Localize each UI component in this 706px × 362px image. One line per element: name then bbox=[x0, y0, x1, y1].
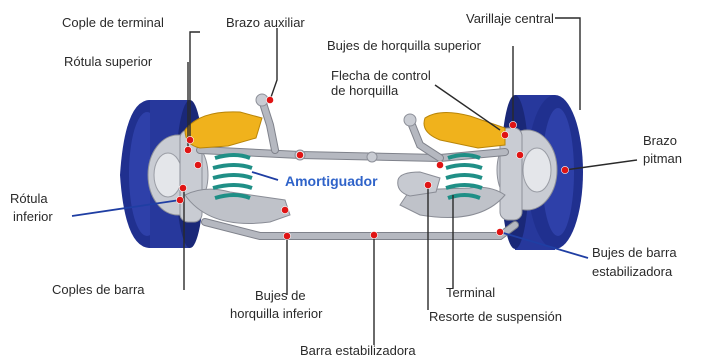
marker-dot bbox=[283, 232, 290, 239]
marker-dot bbox=[370, 231, 377, 238]
marker-dot bbox=[501, 131, 508, 138]
label-bujes-horquilla-inferior-line2: horquilla inferior bbox=[230, 306, 323, 321]
label-rotula-superior: Rótula superior bbox=[64, 54, 153, 69]
label-brazo-auxiliar: Brazo auxiliar bbox=[226, 15, 305, 30]
label-resorte-suspension: Resorte de suspensión bbox=[429, 309, 562, 324]
marker-dot bbox=[509, 121, 516, 128]
marker-dot bbox=[184, 146, 191, 153]
marker-dot bbox=[176, 196, 183, 203]
label-bujes-horquilla-inferior-line1: Bujes de bbox=[255, 288, 306, 303]
marker-dot bbox=[496, 228, 503, 235]
marker-dot bbox=[436, 161, 443, 168]
marker-dot bbox=[424, 181, 431, 188]
marker-dot bbox=[266, 96, 273, 103]
label-brazo-pitman-line1: Brazo bbox=[643, 133, 677, 148]
label-flecha-control-line1: Flecha de control bbox=[331, 68, 431, 83]
marker-dot bbox=[179, 184, 186, 191]
label-bujes-barra-line2: estabilizadora bbox=[592, 264, 673, 279]
marker-dot bbox=[194, 161, 201, 168]
label-amortiguador: Amortiguador bbox=[285, 173, 378, 189]
label-brazo-pitman-line2: pitman bbox=[643, 151, 682, 166]
stabilizer-bar bbox=[205, 222, 515, 236]
marker-dot bbox=[281, 206, 288, 213]
label-varillaje-central: Varillaje central bbox=[466, 11, 554, 26]
label-cople-terminal: Cople de terminal bbox=[62, 15, 164, 30]
marker-dot bbox=[296, 151, 303, 158]
marker-dot bbox=[516, 151, 523, 158]
right-upper-control-arm bbox=[424, 112, 505, 148]
marker-dot bbox=[561, 166, 568, 173]
label-rotula-inferior-line1: Rótula bbox=[10, 191, 48, 206]
right-lower-arm-bushing bbox=[398, 172, 440, 196]
label-coples-barra: Coples de barra bbox=[52, 282, 145, 297]
marker-dot bbox=[186, 136, 193, 143]
label-bujes-barra-line1: Bujes de barra bbox=[592, 245, 677, 260]
label-bujes-horquilla-superior: Bujes de horquilla superior bbox=[327, 38, 482, 53]
label-flecha-control-line2: de horquilla bbox=[331, 83, 399, 98]
label-terminal: Terminal bbox=[446, 285, 495, 300]
label-rotula-inferior-line2: inferior bbox=[13, 209, 53, 224]
label-barra-estabilizadora: Barra estabilizadora bbox=[300, 343, 416, 358]
